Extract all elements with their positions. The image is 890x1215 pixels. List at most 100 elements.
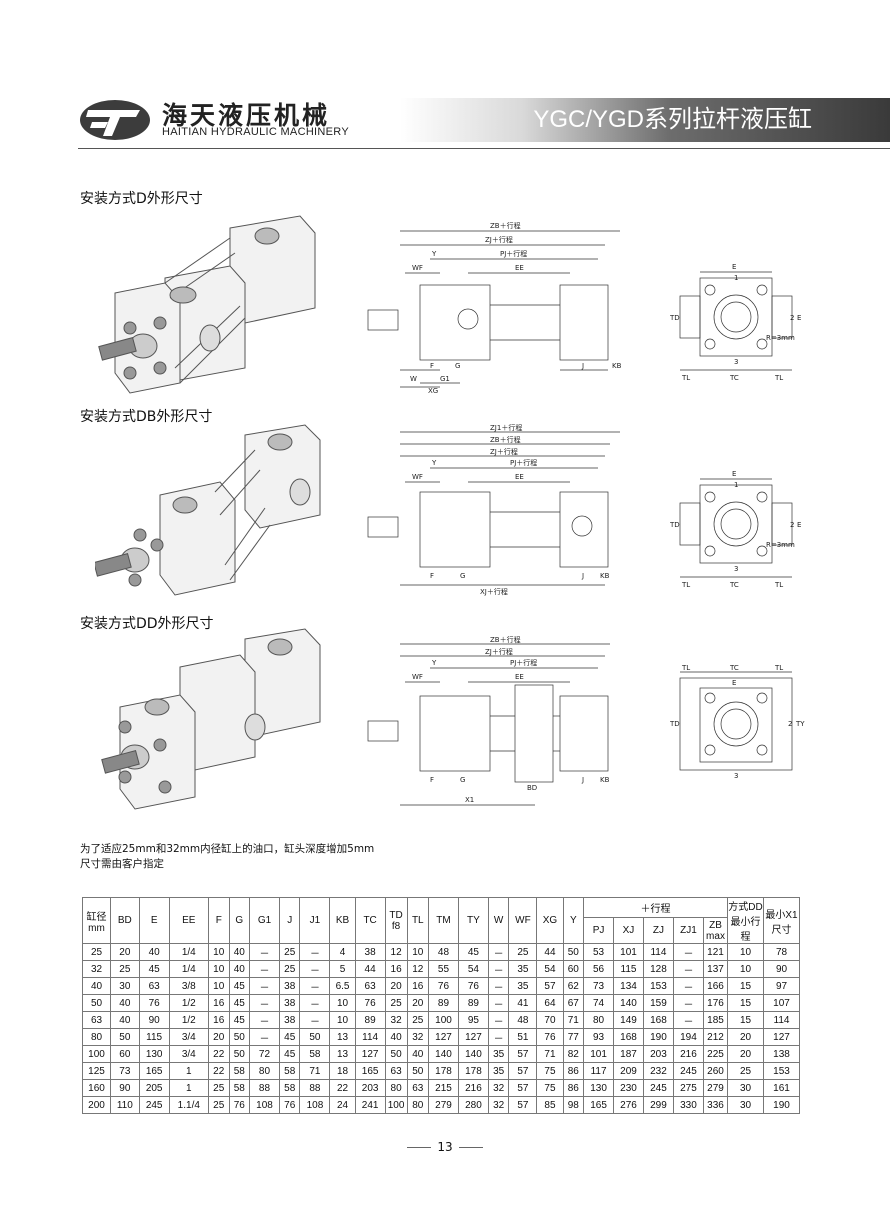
dim-ty: TY (795, 720, 805, 728)
dim-wf: WF (412, 473, 423, 481)
table-cell: 100 (428, 1011, 459, 1029)
dim-g: G (460, 776, 465, 784)
table-cell: 90 (763, 960, 800, 978)
table-cell: 25 (110, 960, 140, 978)
table-cell: 60 (110, 1045, 140, 1063)
header-pj: PJ (583, 917, 615, 944)
dim-j: J (581, 362, 584, 370)
dim-zj: ZJ＋行程 (485, 235, 513, 244)
dim-pj: PJ＋行程 (510, 658, 537, 667)
table-cell: 134 (613, 977, 644, 995)
table-cell: 138 (763, 1045, 800, 1063)
table-cell: 76 (138, 994, 170, 1012)
table-cell: － (299, 1011, 331, 1029)
table-cell: 10 (207, 960, 230, 978)
table-cell: 225 (703, 1045, 728, 1063)
table-cell: 76 (457, 977, 489, 995)
table-cell: 80 (384, 1079, 408, 1097)
table-cell: 71 (562, 1011, 585, 1029)
table-cell: 3/8 (168, 977, 209, 995)
table-cell: 25 (207, 1079, 230, 1097)
table-cell: 45 (278, 1028, 301, 1046)
dim-zb: ZB＋行程 (490, 435, 521, 444)
table-cell: 230 (613, 1079, 644, 1097)
series-title: YGC/YGD系列拉杆液压缸 (533, 106, 812, 133)
dim-e: E (732, 679, 736, 687)
port-3: 3 (734, 565, 738, 573)
dim-kb: KB (612, 362, 622, 370)
table-cell: 38 (278, 994, 301, 1012)
table-cell: 3/4 (168, 1028, 209, 1046)
dim-wf: WF (412, 264, 423, 272)
table-cell: 176 (703, 994, 728, 1012)
company-name-en: HAITIAN HYDRAULIC MACHINERY (162, 126, 349, 138)
table-cell: 63 (384, 1062, 408, 1080)
table-cell: 25 (278, 960, 301, 978)
table-cell: 232 (642, 1062, 674, 1080)
table-cell: － (672, 943, 705, 961)
dim-ee: EE (515, 673, 524, 681)
dim-tc: TC (729, 374, 739, 382)
table-cell: 63 (82, 1011, 111, 1029)
table-cell: 62 (562, 977, 585, 995)
dim-pj: PJ＋行程 (500, 249, 527, 258)
cylinder-d-illustration (98, 215, 316, 394)
table-cell: － (487, 943, 510, 961)
table-cell: 22 (329, 1079, 356, 1097)
table-cell: 93 (583, 1028, 615, 1046)
dim-radius: R=3mm (766, 541, 795, 549)
table-cell: 76 (278, 1096, 301, 1114)
table-cell: 25 (278, 943, 301, 961)
header-y: Y (562, 897, 585, 944)
table-cell: 85 (536, 1096, 564, 1114)
table-cell: 38 (354, 943, 386, 961)
table-cell: 101 (583, 1045, 615, 1063)
dim-wf: WF (412, 673, 423, 681)
table-cell: 128 (642, 960, 674, 978)
table-cell: 203 (354, 1079, 386, 1097)
table-cell: 32 (487, 1079, 510, 1097)
table-cell: 100 (384, 1096, 408, 1114)
table-cell: 55 (428, 960, 459, 978)
dim-j: J (581, 572, 584, 580)
table-cell: 70 (536, 1011, 564, 1029)
table-cell: 89 (428, 994, 459, 1012)
table-cell: 1/2 (168, 994, 209, 1012)
table-cell: 40 (82, 977, 111, 995)
table-cell: 40 (384, 1028, 408, 1046)
table-cell: 57 (508, 1079, 538, 1097)
table-cell: 80 (406, 1096, 430, 1114)
table-cell: 57 (508, 1062, 538, 1080)
table-cell: 82 (562, 1045, 585, 1063)
dim-zj: ZJ＋行程 (490, 447, 518, 456)
table-cell: 75 (536, 1062, 564, 1080)
table-cell: 279 (703, 1079, 728, 1097)
table-cell: 51 (508, 1028, 538, 1046)
header-zj: ZJ (642, 917, 674, 944)
dim-td: TD (670, 521, 680, 529)
table-cell: 108 (249, 1096, 280, 1114)
dim-radius: R=3mm (766, 334, 795, 342)
header-bore: 缸径mm (82, 897, 111, 944)
table-cell: 161 (763, 1079, 800, 1097)
table-cell: 53 (583, 943, 615, 961)
table-cell: － (249, 1011, 280, 1029)
table-cell: 101 (613, 943, 644, 961)
table-cell: 165 (354, 1062, 386, 1080)
table-cell: 57 (508, 1045, 538, 1063)
table-cell: 13 (329, 1028, 356, 1046)
table-cell: 203 (642, 1045, 674, 1063)
dim-tl-right: TL (774, 581, 783, 589)
table-cell: 15 (727, 1011, 764, 1029)
table-cell: 58 (228, 1062, 251, 1080)
cylinder-dd-illustration (101, 628, 321, 810)
table-cell: 25 (384, 994, 408, 1012)
table-cell: 185 (703, 1011, 728, 1029)
table-cell: 86 (562, 1062, 585, 1080)
note-line-2: 尺寸需由客户指定 (80, 858, 164, 870)
header-divider (78, 148, 890, 149)
table-cell: 20 (384, 977, 408, 995)
table-cell: 205 (138, 1079, 170, 1097)
